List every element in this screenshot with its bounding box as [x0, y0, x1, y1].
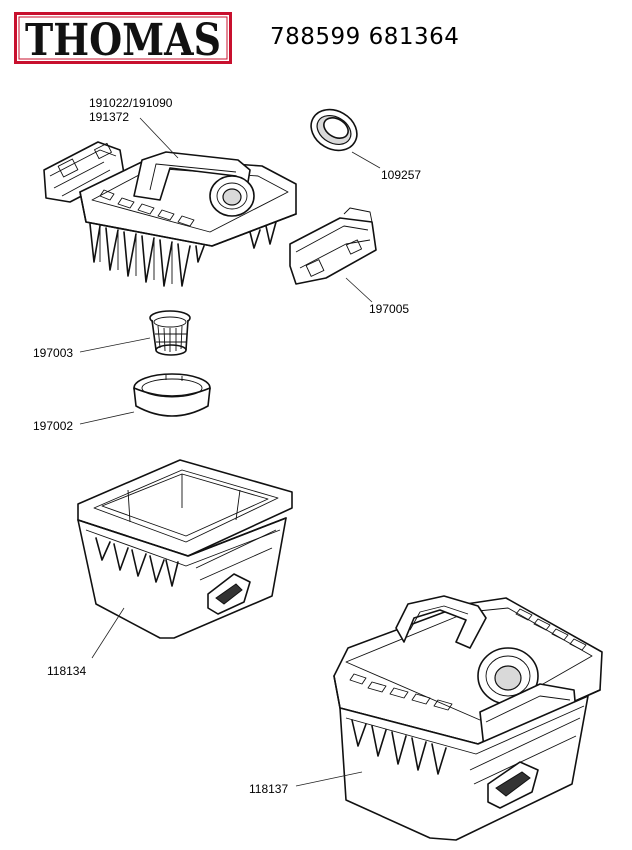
right-latch-drawing: [289, 207, 377, 285]
leader-lines: [79, 117, 381, 787]
label-container: 118134: [47, 664, 87, 678]
label-seal-ring: 109257: [381, 168, 422, 182]
label-mesh-filter: 197003: [33, 346, 74, 360]
label-lid-part: 191022/191090: [89, 96, 173, 110]
mesh-filter-drawing: [149, 310, 191, 356]
container-drawing: [77, 459, 293, 639]
thomas-logo: THOMAS: [14, 12, 232, 64]
filter-ring-drawing: [133, 373, 211, 417]
document-number: 788599 681364: [270, 24, 460, 50]
lid-drawing: [43, 141, 297, 287]
seal-ring-drawing: [310, 108, 358, 152]
assembly-drawing: [333, 595, 603, 841]
label-lid-part-alt: 191372: [89, 110, 130, 124]
label-latch-right: 197005: [369, 302, 410, 316]
label-assembly: 118137: [249, 782, 289, 796]
logo-wordmark: THOMAS: [25, 15, 221, 64]
label-filter-ring: 197002: [33, 419, 74, 433]
